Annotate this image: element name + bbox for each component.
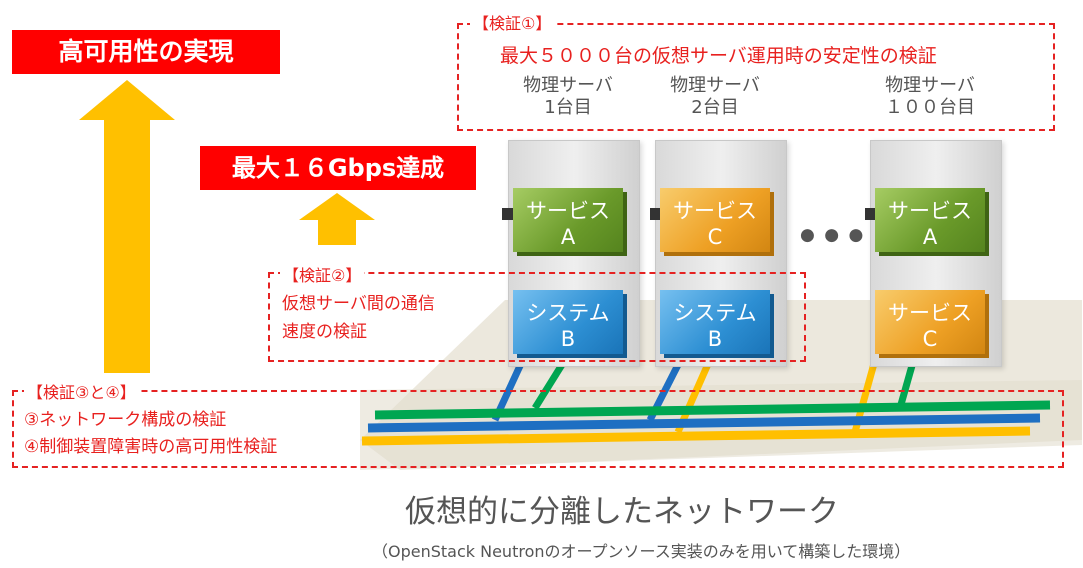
service-a-cube-rack3: サービス A	[875, 188, 985, 252]
server-2-label: 物理サーバ 2台目	[660, 75, 770, 119]
verification-1-box	[457, 23, 1055, 131]
network-subtitle: （OpenStack Neutronのオープンソース実装のみを用いて構築した環境…	[372, 542, 911, 561]
verification-4-line: ④制御装置障害時の高可用性検証	[24, 437, 278, 457]
server-label-line: 物理サーバ	[885, 75, 975, 96]
network-line-yellow	[361, 426, 1031, 446]
verification-3-line: ③ネットワーク構成の検証	[24, 410, 227, 430]
verification-3-4-box	[12, 390, 1064, 468]
server-label-line: 1台目	[544, 97, 592, 118]
ellipsis-dots: ● ● ●	[800, 225, 866, 245]
cube-label: C	[707, 225, 723, 249]
verification-2-line1: 仮想サーバ間の通信	[282, 294, 435, 314]
rack1-port	[502, 208, 516, 220]
verification-3-4-tag: 【検証③と④】	[24, 379, 139, 403]
service-a-cube-rack1: サービス A	[513, 188, 623, 252]
cube-label: システム	[526, 301, 610, 325]
network-line-green	[374, 400, 1051, 420]
cube-label: システム	[673, 301, 757, 325]
speed-achieved-banner: 最大１６Gbps達成	[200, 146, 476, 190]
cube-label: サービス	[888, 301, 972, 325]
server-1-label: 物理サーバ 1台目	[513, 75, 623, 119]
verification-2-line2: 速度の検証	[282, 322, 367, 342]
verification-2-box	[268, 272, 806, 362]
cube-label: サービス	[888, 199, 972, 223]
server-label-line: 物理サーバ	[523, 75, 613, 96]
server-label-line: 物理サーバ	[670, 75, 760, 96]
cube-label: A	[922, 225, 938, 249]
server-3-label: 物理サーバ １００台目	[865, 75, 995, 119]
cube-label: A	[560, 225, 576, 249]
verification-2-tag: 【検証②】	[280, 262, 365, 286]
verification-1-title: 最大５０００台の仮想サーバ運用時の安定性の検証	[500, 45, 937, 67]
high-availability-arrow	[79, 80, 175, 373]
system-b-cube-rack1: システム B	[513, 290, 623, 354]
server-label-line: １００台目	[885, 97, 975, 118]
server-label-line: 2台目	[691, 97, 739, 118]
high-availability-banner: 高可用性の実現	[12, 30, 280, 74]
service-c-cube-rack3: サービス C	[875, 290, 985, 354]
speed-arrow	[299, 193, 375, 245]
network-line-blue	[367, 413, 1041, 433]
cube-label: サービス	[526, 199, 610, 223]
cube-label: B	[560, 327, 576, 351]
network-title: 仮想的に分離したネットワーク	[405, 494, 839, 530]
system-b-cube-rack2: システム B	[660, 290, 770, 354]
cube-label: B	[707, 327, 723, 351]
cube-label: C	[922, 327, 938, 351]
cube-label: サービス	[673, 199, 757, 223]
verification-1-tag: 【検証①】	[470, 10, 555, 34]
service-c-cube-rack2: サービス C	[660, 188, 770, 252]
